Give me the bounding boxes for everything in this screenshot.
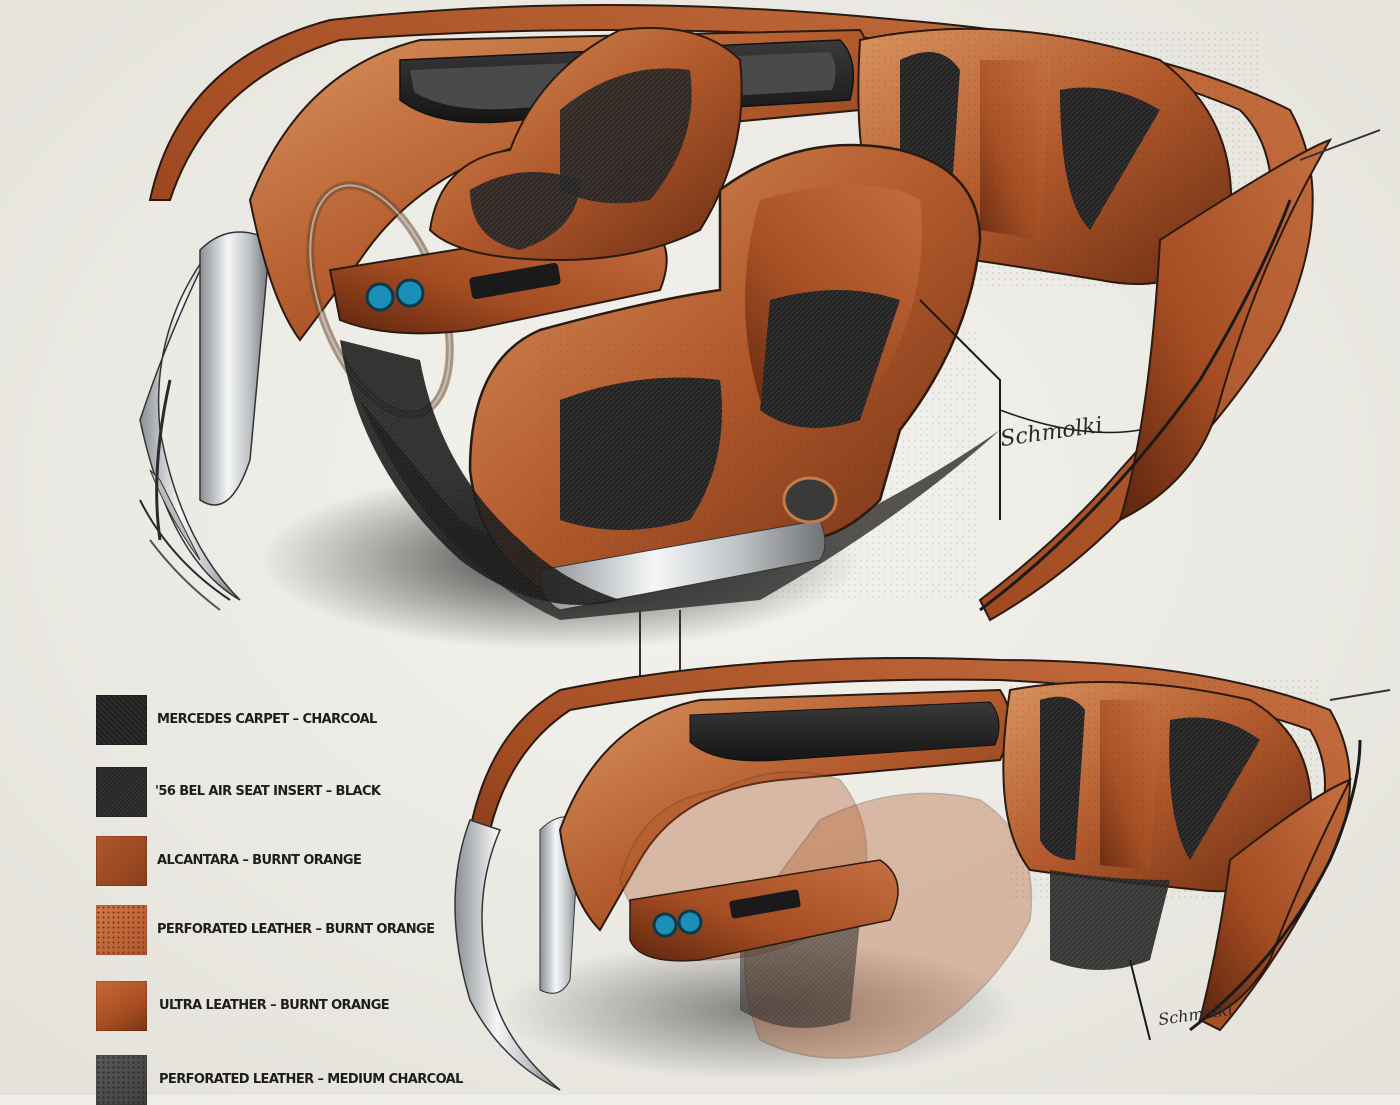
interior-view-driver-seat	[139, 4, 1381, 680]
legend-item-ultra-leather-burnt-orange: Ultra Leather – Burnt Orange	[96, 981, 456, 1031]
swatch-carpet-charcoal	[96, 695, 147, 745]
legend-item-alcantara-burnt-orange: Alcantara – Burnt Orange	[96, 836, 456, 886]
swatch-seat-insert-black	[96, 767, 147, 817]
legend-label: Perforated Leather – Medium Charcoal	[159, 1072, 463, 1087]
swatch-ultra-leather-burnt-orange	[96, 981, 147, 1031]
legend-item-seat-insert-black: '56 Bel Air Seat Insert – Black	[96, 767, 456, 817]
legend-item-perforated-leather-medium-charcoal: Perforated Leather – Medium Charcoal	[96, 1055, 463, 1105]
legend-label: Mercedes Carpet – Charcoal	[157, 712, 377, 727]
legend-label: Ultra Leather – Burnt Orange	[159, 998, 390, 1013]
legend-label: Perforated Leather – Burnt Orange	[157, 922, 435, 937]
swatch-alcantara-burnt-orange	[96, 836, 147, 886]
legend-item-carpet-charcoal: Mercedes Carpet – Charcoal	[96, 695, 456, 745]
swatch-perforated-leather-medium-charcoal	[96, 1055, 147, 1105]
legend-label: Alcantara – Burnt Orange	[157, 853, 362, 868]
legend-item-perforated-leather-burnt-orange: Perforated Leather – Burnt Orange	[96, 905, 456, 955]
legend-label: '56 Bel Air Seat Insert – Black	[155, 784, 381, 799]
swatch-perforated-leather-burnt-orange	[96, 905, 147, 955]
interior-view-rear-bench	[454, 657, 1391, 1091]
